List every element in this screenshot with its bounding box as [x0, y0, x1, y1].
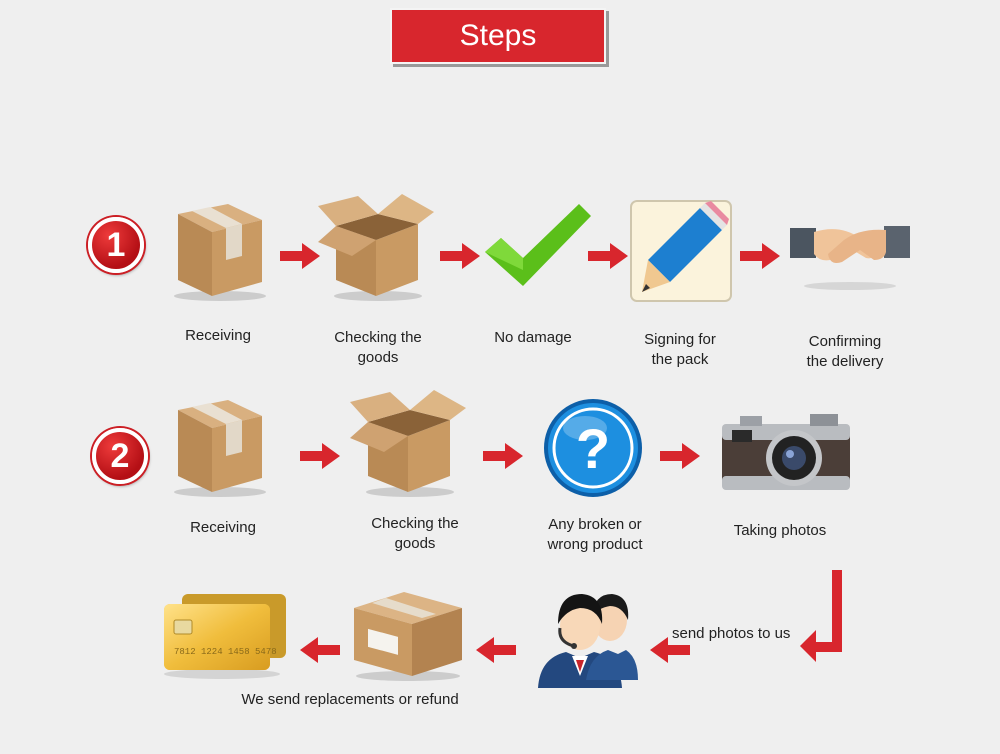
send-photos-label: send photos to us: [672, 625, 791, 642]
arrow-left-icon: [300, 637, 340, 663]
checkmark-icon: [485, 204, 591, 286]
camera-icon: [722, 414, 850, 490]
step1-label-checking: Checking the goods: [334, 329, 422, 366]
result-label: We send replacements or refund: [241, 691, 459, 708]
open-box-icon: [350, 390, 466, 497]
step2-label-checking: Checking the goods: [371, 515, 459, 552]
question-mark-icon: ?: [544, 399, 642, 497]
credit-card-icon: 7812 1224 1458 5478: [164, 594, 286, 679]
arrow-right-icon: [660, 443, 700, 469]
step1-label-no-damage: No damage: [494, 329, 572, 346]
handshake-icon: [790, 226, 910, 290]
step1-label-signing: Signing for the pack: [644, 331, 716, 368]
step2-label-receiving: Receiving: [190, 519, 256, 536]
open-box-icon: [318, 194, 434, 301]
arrow-right-icon: [588, 243, 628, 269]
title-banner: Steps: [390, 8, 606, 64]
step-1-badge: 1: [88, 217, 144, 273]
step2-label-photos: Taking photos: [733, 522, 827, 539]
closed-box-icon: [174, 204, 266, 301]
arrow-right-icon: [740, 243, 780, 269]
arrow-right-icon: [300, 443, 340, 469]
customer-service-icon: [538, 594, 638, 688]
arrow-right-icon: [280, 243, 320, 269]
closed-box-icon: [174, 400, 266, 497]
step2-label-broken: Any broken or wrong product: [547, 516, 643, 553]
step-2-badge: 2: [92, 428, 148, 484]
arrow-left-icon: [476, 637, 516, 663]
arrow-right-icon: [483, 443, 523, 469]
question-glyph: ?: [576, 417, 610, 480]
step1-label-confirming: Confirming the delivery: [806, 333, 884, 370]
bent-arrow-icon: [800, 570, 842, 662]
step1-label-receiving: Receiving: [185, 327, 251, 344]
arrow-left-icon: [650, 637, 690, 663]
pencil-paper-icon: [630, 200, 732, 302]
package-box-icon: [354, 592, 462, 681]
arrow-right-icon: [440, 243, 480, 269]
card-number: 7812 1224 1458 5478: [174, 647, 277, 657]
